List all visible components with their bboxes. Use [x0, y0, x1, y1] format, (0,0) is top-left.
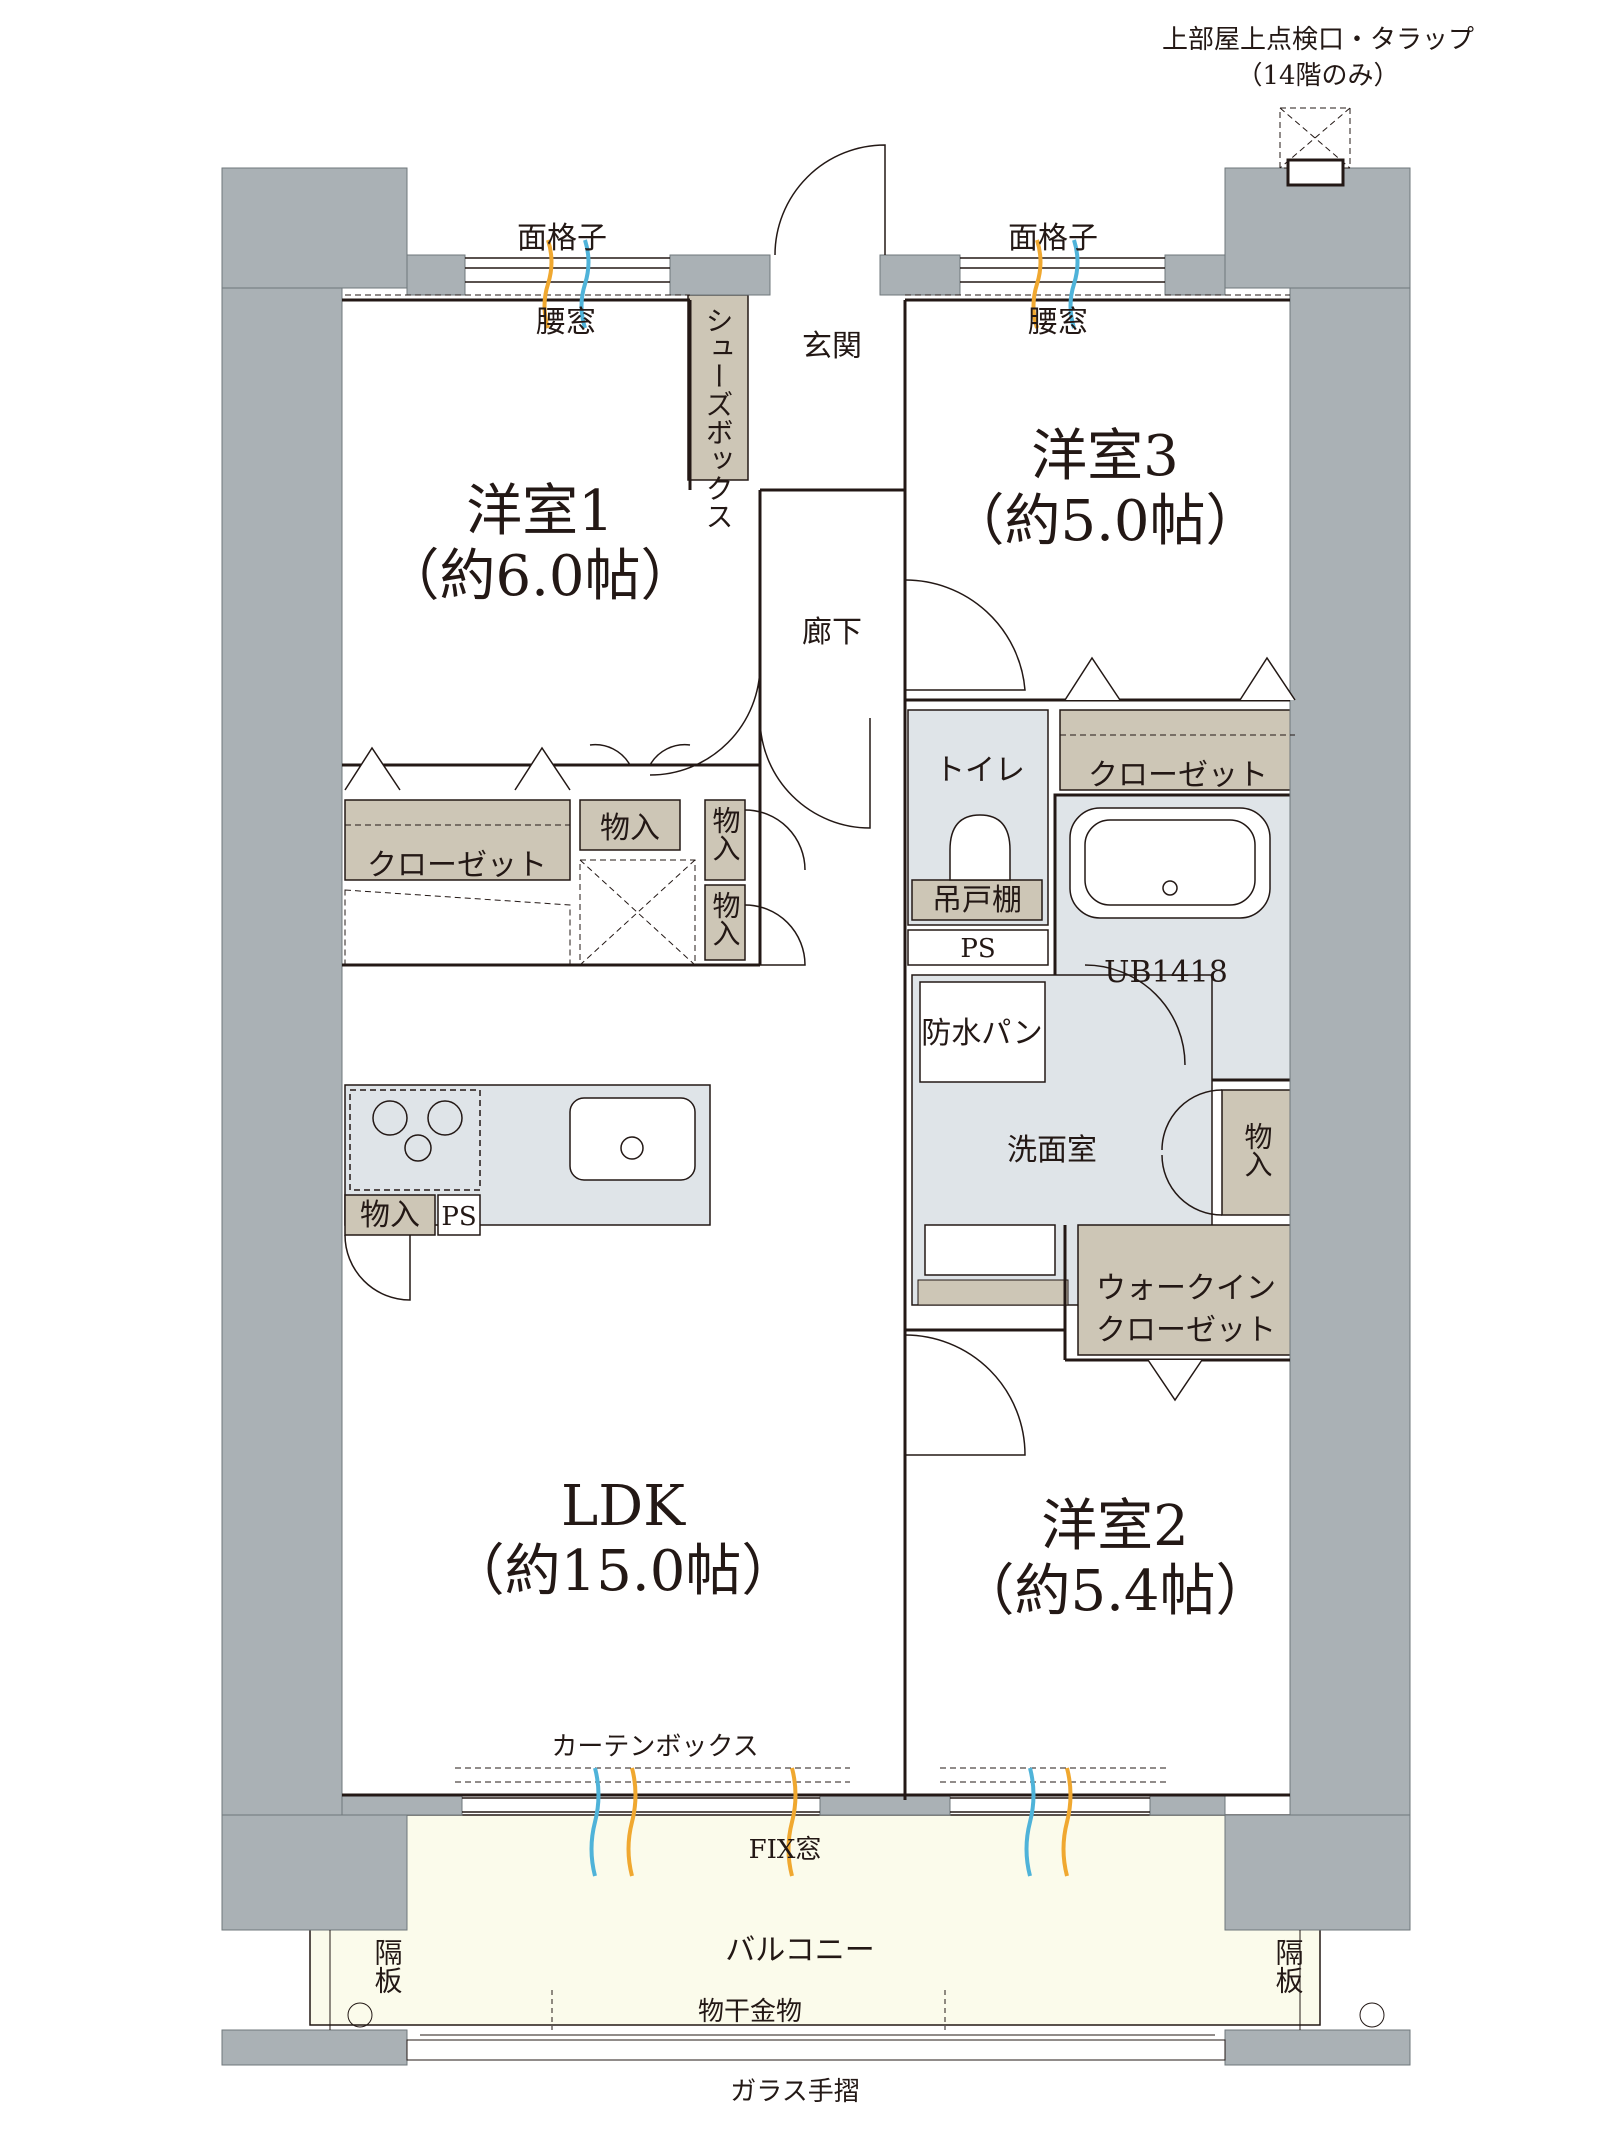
storage-3-area: [704, 884, 746, 961]
storage-2-area: [704, 799, 746, 881]
walkin-line2-label: クローゼット: [1096, 1313, 1276, 1348]
closet-right-label: クローゼット: [1088, 758, 1268, 793]
vanity-box: [924, 1224, 1056, 1276]
washer-strip: [917, 1279, 1069, 1306]
room2-size: （約5.4帖）: [958, 1559, 1271, 1624]
roof-hatch-line2-label: （14階のみ）: [1236, 61, 1399, 91]
curtain-boxes: [345, 294, 1295, 1783]
bathtub: [1069, 807, 1271, 919]
clothes-pole-label: 物干金物: [698, 1997, 802, 2027]
walkin-line1-label: ウォークイン: [1096, 1271, 1276, 1306]
corridor-label: 廊下: [802, 615, 862, 650]
washroom-label: 洗面室: [1007, 1133, 1097, 1168]
storage-2-label: 物入: [709, 806, 742, 862]
balcony-area: [309, 1814, 1321, 2026]
ldk-size: （約15.0帖）: [449, 1539, 798, 1604]
room3-name: 洋室3: [1031, 424, 1179, 489]
storage-4-area: [1221, 1089, 1293, 1216]
fix-window-label: FIX窓: [749, 1835, 822, 1865]
room1-size: （約6.0帖）: [383, 544, 696, 609]
shoebox-label: シューズボックス: [702, 306, 735, 530]
roof-hatch-line1-label: 上部屋上点検口・タラップ: [1162, 25, 1474, 55]
waterproof-pan-box: [919, 981, 1046, 1083]
storage-4-label: 物入: [1241, 1122, 1274, 1178]
toilet-fixture: [949, 814, 1011, 881]
lattice-right-label: 面格子: [1008, 221, 1098, 256]
glass-railing-label: ガラス手摺: [730, 2077, 859, 2107]
waist-window-left-label: 腰窓: [536, 305, 596, 340]
curtain-box-label: カーテンボックス: [551, 1732, 758, 1762]
storage-5-label: 物入: [360, 1198, 420, 1233]
ps-2-label: PS: [441, 1202, 476, 1232]
ldk-name: LDK: [561, 1474, 686, 1539]
walls: [221, 167, 1411, 2066]
room3-size: （約5.0帖）: [948, 489, 1261, 554]
closet-fold-doors: [344, 656, 1296, 1402]
balcony-label: バルコニー: [725, 1933, 874, 1968]
shoebox-area: [687, 294, 749, 481]
partition-left-label: 隔板: [371, 1938, 404, 1994]
closet-left-area: [344, 799, 571, 881]
storage-1-label: 物入: [600, 811, 660, 846]
kitchen-sink: [569, 1097, 696, 1181]
walkin-closet-area: [1077, 1224, 1296, 1356]
waterproof-pan-label: 防水パン: [921, 1016, 1043, 1051]
kitchen-ps: [437, 1194, 481, 1236]
cooktop: [349, 1089, 481, 1191]
toilet-label: トイレ: [935, 753, 1025, 788]
ps-1-label: PS: [960, 934, 995, 964]
room2-name: 洋室2: [1041, 1494, 1189, 1559]
partition-right-label: 隔板: [1272, 1938, 1305, 1994]
roof-hatch-ladder: [1286, 158, 1345, 187]
storage-5-area: [344, 1194, 436, 1236]
hanging-cabinet-area: [911, 879, 1043, 921]
hanging-cabinet-label: 吊戸棚: [932, 883, 1022, 918]
door-swings: [344, 144, 1223, 1456]
waist-window-right-label: 腰窓: [1028, 305, 1088, 340]
unit-bath-label: UB1418: [1104, 955, 1228, 990]
labels: 上部屋上点検口・タラップ （14階のみ） 面格子 面格子 腰窓 腰窓 シューズボ…: [360, 25, 1474, 2107]
storage-1-area: [579, 799, 681, 851]
airflow-arrows: [542, 239, 1080, 1877]
room1-name: 洋室1: [466, 479, 614, 544]
closet-left-label: クローゼット: [367, 848, 547, 883]
windows: [462, 257, 1165, 1813]
ps-2-box: [907, 929, 1049, 966]
storage-3-label: 物入: [709, 891, 742, 947]
balcony-details: [329, 1930, 1385, 2036]
entrance-label: 玄関: [802, 329, 862, 364]
lattice-left-label: 面格子: [517, 221, 607, 256]
